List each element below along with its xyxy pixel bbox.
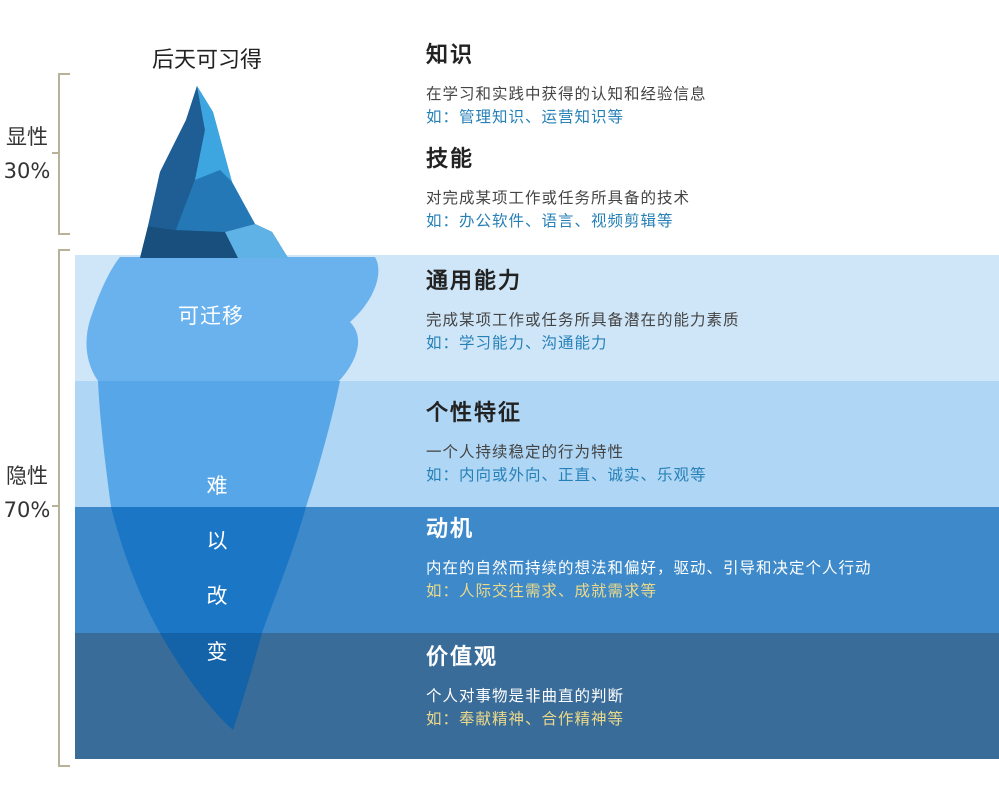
side-label-hidden: 隐性 70% bbox=[0, 459, 54, 527]
iceberg-tip-facet-1 bbox=[148, 86, 205, 230]
item-example: 如：人际交往需求、成就需求等 bbox=[426, 582, 658, 600]
item-title: 通用能力 bbox=[426, 269, 523, 294]
iceberg-underwater-deep bbox=[111, 507, 306, 633]
iceberg-label-hard-4: 变 bbox=[206, 640, 228, 664]
item-desc: 对完成某项工作或任务所具备的技术 bbox=[426, 189, 691, 207]
item-values: 价值观 个人对事物是非曲直的判断 如：奉献精神、合作精神等 bbox=[426, 644, 624, 731]
iceberg-tip-facet-2 bbox=[195, 86, 232, 182]
item-example: 如：奉献精神、合作精神等 bbox=[426, 710, 625, 728]
item-skills: 技能 对完成某项工作或任务所具备的技术 如：办公软件、语言、视频剪辑等 bbox=[426, 146, 690, 233]
iceberg-label-hard-1: 难 bbox=[206, 474, 228, 498]
iceberg-underwater-bottom bbox=[160, 633, 262, 730]
item-example: 如：办公软件、语言、视频剪辑等 bbox=[426, 212, 674, 230]
item-title: 动机 bbox=[426, 517, 475, 542]
bracket-visible bbox=[58, 73, 70, 235]
item-title: 知识 bbox=[426, 43, 475, 68]
item-example: 如：内向或外向、正直、诚实、乐观等 bbox=[426, 466, 707, 484]
side-label-visible: 显性 30% bbox=[0, 120, 54, 188]
side-label-hidden-percent: 70% bbox=[3, 498, 51, 522]
iceberg-tip-facet-3 bbox=[176, 170, 255, 232]
side-label-visible-text: 显性 bbox=[6, 125, 48, 149]
item-title: 技能 bbox=[426, 147, 475, 172]
item-example: 如：管理知识、运营知识等 bbox=[426, 108, 625, 126]
iceberg-underwater bbox=[86, 257, 379, 381]
iceberg-label-transferable: 可迁移 bbox=[178, 304, 244, 328]
item-desc: 完成某项工作或任务所具备潜在的能力素质 bbox=[426, 311, 740, 329]
iceberg-underwater-mid bbox=[98, 381, 340, 507]
item-title: 个性特征 bbox=[426, 401, 523, 426]
side-label-hidden-text: 隐性 bbox=[6, 464, 48, 488]
side-label-visible-percent: 30% bbox=[3, 159, 51, 183]
item-motivation: 动机 内在的自然而持续的想法和偏好，驱动、引导和决定个人行动 如：人际交往需求、… bbox=[426, 516, 872, 603]
item-desc: 内在的自然而持续的想法和偏好，驱动、引导和决定个人行动 bbox=[426, 559, 872, 577]
item-general-ability: 通用能力 完成某项工作或任务所具备潜在的能力素质 如：学习能力、沟通能力 bbox=[426, 268, 740, 355]
bracket-hidden-tick bbox=[52, 505, 60, 507]
item-title: 价值观 bbox=[426, 645, 499, 670]
item-desc: 个人对事物是非曲直的判断 bbox=[426, 687, 625, 705]
bracket-visible-tick bbox=[52, 152, 60, 154]
item-desc: 在学习和实践中获得的认知和经验信息 bbox=[426, 85, 707, 103]
item-desc: 一个人持续稳定的行为特性 bbox=[426, 443, 625, 461]
iceberg-label-hard-2: 以 bbox=[206, 529, 228, 553]
iceberg-tip-facet-5 bbox=[225, 224, 288, 258]
item-example: 如：学习能力、沟通能力 bbox=[426, 334, 608, 352]
bracket-hidden bbox=[58, 249, 70, 767]
top-label-acquirable: 后天可习得 bbox=[152, 48, 263, 73]
item-knowledge: 知识 在学习和实践中获得的认知和经验信息 如：管理知识、运营知识等 bbox=[426, 42, 707, 129]
iceberg-label-hard-3: 改 bbox=[206, 584, 228, 608]
item-personality: 个性特征 一个人持续稳定的行为特性 如：内向或外向、正直、诚实、乐观等 bbox=[426, 400, 707, 487]
